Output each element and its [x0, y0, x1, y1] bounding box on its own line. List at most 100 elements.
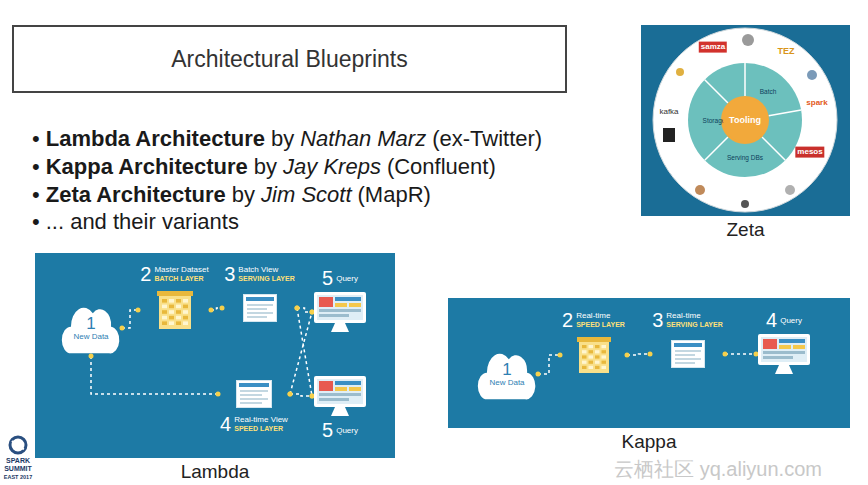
building-window: [162, 305, 167, 309]
view-line: [240, 402, 262, 403]
connector-dot: [216, 392, 221, 397]
building-window: [588, 361, 593, 364]
bullet-text: (Confluent): [387, 154, 496, 180]
dotted-connector: [290, 312, 312, 394]
connector-dot: [310, 394, 315, 399]
lambda-panel-ground: [35, 253, 395, 458]
building-window: [183, 299, 188, 303]
building-window: [582, 366, 587, 369]
view-line: [675, 358, 701, 359]
query-step: 4Query: [756, 310, 812, 374]
step-caption: Real-time ViewSPEED LAYER: [234, 415, 288, 433]
step-header: 5Query: [322, 420, 358, 440]
view-line: [240, 394, 262, 395]
step-title: Master Dataset: [154, 265, 208, 274]
hub-circle: Tooling: [723, 98, 767, 142]
monitor-icon: [758, 334, 810, 374]
connector-group: [536, 353, 563, 377]
step-number: 3: [224, 264, 235, 284]
layer-step: 3Batch ViewSERVING LAYER: [222, 264, 297, 322]
connector-dot: [295, 306, 300, 311]
view-sheet: [237, 381, 272, 408]
building-window: [169, 321, 174, 325]
building-window: [162, 316, 167, 320]
sector-label: Serving DBs: [727, 154, 763, 161]
view-line: [247, 312, 273, 313]
building-window: [582, 355, 587, 358]
step-title: Query: [780, 316, 802, 325]
monitor-frame: [314, 292, 366, 323]
connector-dot: [558, 353, 563, 358]
connector-group: [295, 306, 315, 399]
connector-dot: [648, 352, 653, 357]
dotted-connector: [627, 354, 650, 355]
step-number: 1: [86, 315, 95, 332]
building-window: [601, 345, 606, 348]
connector-dot: [310, 394, 315, 399]
architecture-panel: ZetaTooling: [641, 25, 850, 216]
building-window: [582, 361, 587, 364]
building-window: [595, 350, 600, 353]
step-caption: Real-timeSERVING LAYER: [666, 311, 722, 329]
step-title: Query: [336, 426, 358, 435]
building-window: [176, 321, 181, 325]
step-caption: Master DatasetBATCH LAYER: [154, 265, 208, 283]
layer-name: SPEED LAYER: [576, 320, 625, 329]
step-title: New Data: [73, 332, 108, 341]
connector-group: [288, 310, 315, 397]
hub-text: Tooling: [729, 115, 761, 125]
building-body: [579, 341, 609, 373]
view-line: [675, 354, 695, 355]
zeta-panel-ground: [641, 25, 850, 216]
building-window: [176, 310, 181, 314]
step-header: 1New Data: [73, 315, 108, 341]
step-number: 5: [322, 420, 333, 440]
step-header: 5Query: [322, 268, 358, 288]
sector-label: Batch: [760, 88, 777, 95]
step-number: 2: [140, 264, 151, 284]
architecture-name: Lambda Architecture: [46, 126, 265, 152]
layer-step: 2Real-timeSPEED LAYER: [560, 310, 627, 374]
connector-dot: [209, 308, 214, 313]
building-window: [183, 310, 188, 314]
monitor-screen: [761, 337, 807, 362]
step-number: 1: [502, 361, 511, 378]
dotted-connector: [725, 353, 756, 355]
connector-dot: [295, 306, 300, 311]
screen-block: [763, 339, 777, 349]
step-number: 5: [322, 268, 333, 288]
logo-label: spark: [806, 99, 827, 108]
sector-label: Storage: [703, 117, 726, 124]
connector-group: [295, 306, 315, 315]
building-window: [183, 321, 188, 325]
architecture-panel: Lambda1New Data2Master DatasetBATCH LAYE…: [35, 253, 395, 458]
connector-dot: [136, 308, 141, 313]
data-cloud: 1New Data: [476, 346, 538, 402]
bullet-line: •Kappa ArchitecturebyJay Kreps(Confluent…: [32, 154, 496, 180]
dotted-connector: [538, 355, 560, 374]
monitor-icon: [314, 376, 366, 416]
screen-block: [335, 381, 361, 385]
step-title: Real-time View: [234, 415, 288, 424]
screen-block: [779, 339, 805, 343]
bullet-line: •Zeta ArchitecturebyJim Scott(MapR): [32, 182, 431, 208]
screen-block: [335, 303, 347, 307]
view-bar: [239, 383, 269, 387]
monitor-screen: [317, 295, 363, 320]
building-icon: [577, 336, 611, 374]
bullet-text: •: [32, 182, 40, 208]
building-body: [159, 295, 191, 329]
step-title: Query: [336, 274, 358, 283]
building-window: [169, 299, 174, 303]
architecture-name: Zeta Architecture: [46, 182, 226, 208]
layer-name: SERVING LAYER: [238, 274, 294, 283]
view-sheet: [671, 341, 704, 368]
connector-dot: [536, 372, 541, 377]
connector-group: [723, 352, 759, 357]
cloud-shape: [478, 354, 535, 400]
title-box: Architectural Blueprints: [12, 25, 567, 93]
monitor-stand: [331, 407, 349, 416]
screen-block: [763, 351, 805, 354]
building-window: [169, 305, 174, 309]
